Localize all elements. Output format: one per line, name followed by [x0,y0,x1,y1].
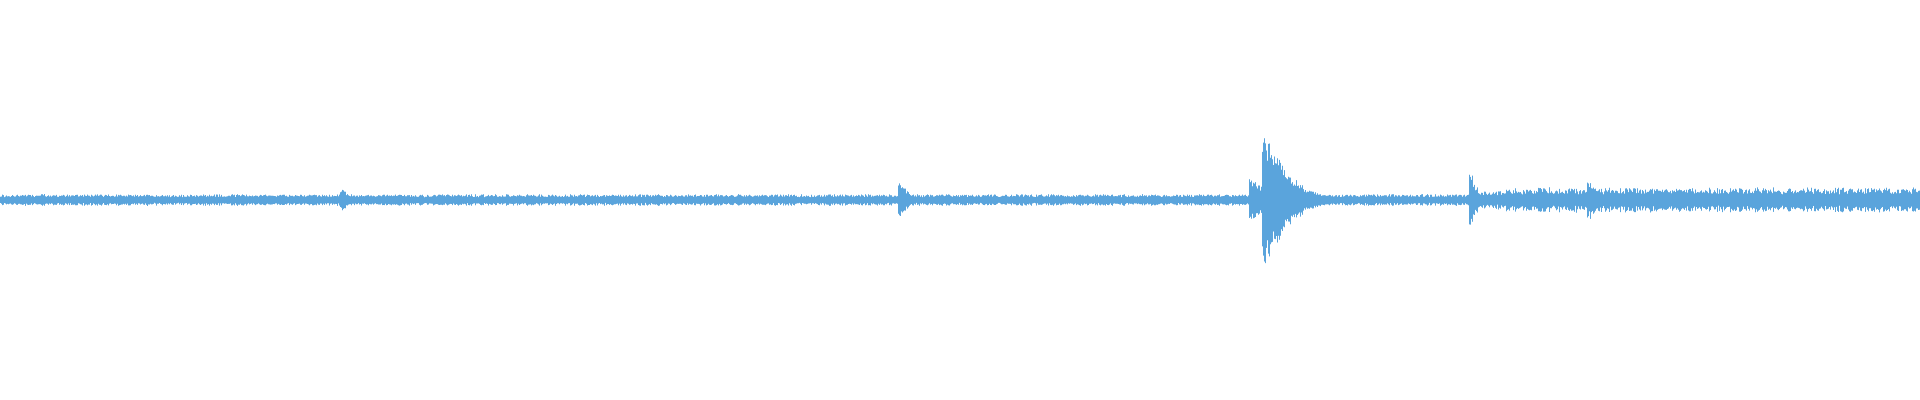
waveform-bars [0,138,1920,264]
waveform-trace [0,138,1920,264]
